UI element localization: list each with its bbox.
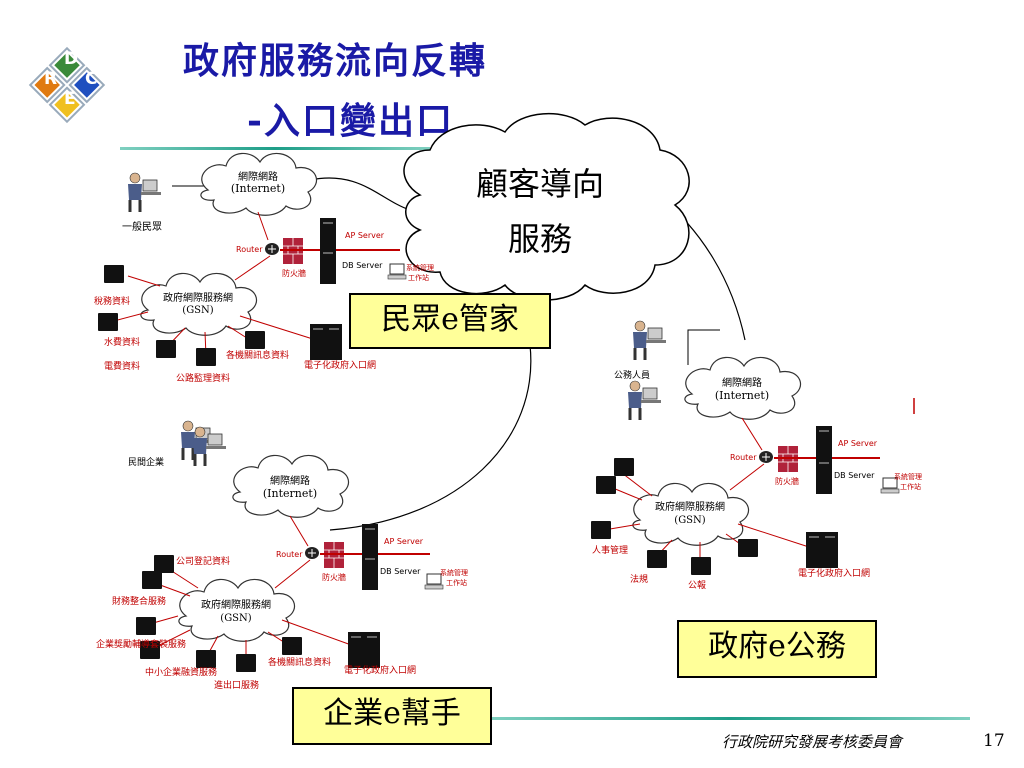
gov-user-label: 公務人員 (614, 369, 650, 381)
gov-firewall-label: 防火牆 (775, 476, 799, 486)
citizen-source-2: 電費資料 (104, 360, 140, 372)
footer-line (490, 717, 970, 720)
gov-gsn-en: (GSN) (674, 515, 705, 526)
biz-mgmt2: 工作站 (446, 578, 467, 587)
biz-panel: 民間企業 網際網路 (Internet) Router 防火牆 AP Serve… (96, 419, 468, 691)
curve-citizen-cloud (309, 177, 411, 211)
gov-user-icon-2 (626, 379, 663, 422)
callout-line2: 服務 (508, 220, 572, 258)
logo-letter-e: E (64, 89, 76, 109)
citizen-source-4: 各機關訊息資料 (226, 349, 289, 361)
biz-ap-label: AP Server (384, 537, 424, 546)
gov-internet-cn: 網際網路 (722, 376, 762, 389)
gov-db-server-icon (816, 458, 832, 494)
gov-user-icon-1 (631, 319, 668, 362)
gov-router-label: Router (730, 453, 757, 462)
biz-firewall-label: 防火牆 (322, 572, 346, 582)
gov-mgmt1: 系統管理 (894, 472, 922, 481)
citizen-panel: 一般民眾 網際網路 (Internet) Router 防火牆 AP Serve… (94, 152, 434, 384)
citizen-user-label: 一般民眾 (122, 220, 162, 233)
citizen-gsn-cn: 政府網際服務網 (163, 291, 233, 304)
citizen-gsn-en: (GSN) (182, 305, 213, 316)
citizen-workstation-icon (387, 263, 407, 280)
biz-portal: 電子化政府入口網 (344, 664, 416, 676)
citizen-router-icon (264, 242, 280, 256)
biz-source-1: 財務整合服務 (112, 595, 166, 607)
gov-ap-server-icon (816, 426, 832, 462)
citizen-internet-en: (Internet) (231, 182, 285, 195)
biz-gsn-en: (GSN) (220, 613, 251, 624)
biz-router-icon (304, 546, 320, 560)
logo-letter-c: C (85, 69, 97, 89)
gov-source-1: 法規 (630, 573, 648, 585)
biz-source-2: 企業獎勵輔導套裝服務 (96, 638, 186, 650)
page-title: 政府服務流向反轉 (183, 40, 488, 82)
biz-internet-en: (Internet) (263, 487, 317, 500)
citizen-firewall-label: 防火牆 (282, 268, 306, 278)
gov-ap-label: AP Server (838, 439, 878, 448)
gov-gsn-cn: 政府網際服務網 (655, 500, 725, 513)
callout-cloud (403, 113, 690, 301)
biz-db-server-icon (362, 554, 378, 590)
callout-line1: 顧客導向 (476, 165, 604, 203)
logo-letter-r: R (44, 69, 57, 89)
citizen-db-label: DB Server (342, 261, 383, 270)
gov-internet-en: (Internet) (715, 389, 769, 402)
citizen-portal: 電子化政府入口網 (304, 359, 376, 371)
biz-router-label: Router (276, 550, 303, 559)
citizen-mgmt1: 系統管理 (406, 263, 434, 272)
gov-e-office-box: 政府e公務 (677, 620, 877, 678)
logo-letter-d: D (64, 49, 78, 69)
biz-source-5: 各機關訊息資料 (268, 656, 331, 668)
gov-db-label: DB Server (834, 471, 875, 480)
biz-internet-cn: 網際網路 (270, 474, 310, 487)
citizen-router-label: Router (236, 245, 263, 254)
title-underline (120, 147, 430, 150)
citizen-source-3: 公路監理資料 (176, 372, 230, 384)
curve-to-biz (329, 344, 532, 531)
gov-mgmt2: 工作站 (900, 482, 921, 491)
biz-source-0: 公司登記資料 (176, 555, 230, 567)
citizen-mgmt2: 工作站 (408, 273, 429, 282)
citizen-e-steward-box: 民眾e管家 (349, 293, 551, 349)
biz-user-label: 民間企業 (128, 456, 164, 468)
biz-mgmt1: 系統管理 (440, 568, 468, 577)
citizen-source-0: 稅務資料 (94, 295, 130, 307)
biz-source-3: 中小企業融資服務 (145, 666, 217, 678)
page-subtitle: -入口變出口 (247, 100, 454, 142)
footer-organization: 行政院研究發展考核委員會 (722, 733, 903, 751)
biz-source-4: 進出口服務 (214, 679, 259, 691)
biz-db-label: DB Server (380, 567, 421, 576)
biz-e-helper-box: 企業e幫手 (292, 687, 492, 745)
gov-router-icon (758, 450, 774, 464)
rdec-logo: R D E C (28, 46, 106, 124)
citizen-internet-cn: 網際網路 (238, 170, 278, 183)
gov-portal: 電子化政府入口網 (798, 567, 870, 579)
citizen-source-1: 水費資料 (104, 336, 140, 348)
gov-source-0: 人事管理 (592, 544, 628, 556)
page-number: 17 (983, 731, 1005, 751)
biz-gsn-cn: 政府網際服務網 (201, 598, 271, 611)
citizen-user-icon (126, 171, 163, 214)
gov-panel: 公務人員 網際網路 (Internet) Router 防火牆 AP Serve… (591, 319, 922, 591)
citizen-ap-label: AP Server (345, 231, 385, 240)
citizen-db-server-icon (320, 248, 336, 284)
gov-source-2: 公報 (688, 580, 706, 591)
